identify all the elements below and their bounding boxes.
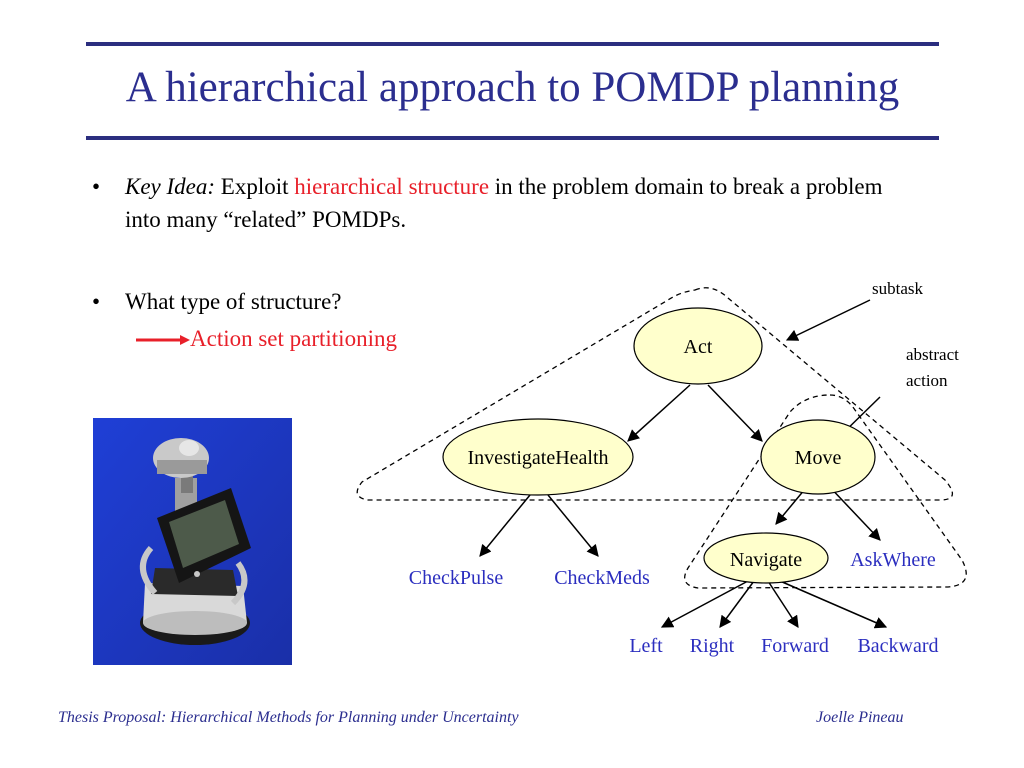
leaf-backward: Backward xyxy=(857,635,938,657)
bullet-dot: • xyxy=(92,174,101,199)
edge-navigate-backward xyxy=(779,580,888,629)
edge-navigate-left xyxy=(660,580,749,628)
title-bottom-rule xyxy=(86,136,939,140)
bullet-key-idea: • Key Idea: Exploit hierarchical structu… xyxy=(92,170,895,236)
edge-act-move xyxy=(707,384,763,442)
key-idea-lead: Key Idea: xyxy=(125,174,216,199)
key-idea-highlight: hierarchical structure xyxy=(294,174,490,199)
node-navigate: Navigate xyxy=(703,532,829,584)
robot-photo xyxy=(93,418,292,665)
bullet-dot: • xyxy=(92,289,101,314)
structure-question-text: What type of structure? xyxy=(125,289,342,314)
node-move-label: Move xyxy=(795,447,842,469)
slide-title: A hierarchical approach to POMDP plannin… xyxy=(125,64,900,111)
leaf-askwhere: AskWhere xyxy=(850,549,936,571)
node-act: Act xyxy=(633,307,763,385)
edge-navigate-right xyxy=(719,580,755,628)
red-arrow-icon xyxy=(136,335,190,345)
subtask-region-outline xyxy=(356,287,953,501)
leaf-checkmeds: CheckMeds xyxy=(554,567,650,589)
leaf-forward: Forward xyxy=(761,635,829,657)
node-navigate-label: Navigate xyxy=(730,549,802,571)
edge-move-navigate xyxy=(775,482,811,525)
node-move: Move xyxy=(760,419,876,495)
annotation-subtask: subtask xyxy=(872,279,924,298)
footer-thesis-title: Thesis Proposal: Hierarchical Methods fo… xyxy=(58,709,519,726)
annotation-action: action xyxy=(906,371,948,390)
key-idea-text-before: Exploit xyxy=(215,174,295,199)
leaf-left: Left xyxy=(629,635,663,657)
subtask-pointer-arrow xyxy=(785,299,871,341)
node-investigate-health-label: InvestigateHealth xyxy=(467,447,608,469)
edge-investigate-checkmeds xyxy=(547,494,599,557)
key-idea-text-after: in the problem domain to break a problem… xyxy=(125,174,883,232)
footer-author: Joelle Pineau xyxy=(816,709,904,726)
edge-investigate-checkpulse xyxy=(479,494,531,557)
edge-move-askwhere xyxy=(825,482,881,541)
edge-navigate-forward xyxy=(767,580,799,629)
abstract-action-region-outline xyxy=(684,394,967,589)
bullet-structure-question: • What type of structure? xyxy=(92,285,342,318)
edge-act-investigate xyxy=(627,384,691,442)
annotation-abstract: abstract xyxy=(906,345,959,364)
leaf-right: Right xyxy=(690,635,735,657)
structure-answer: Action set partitioning xyxy=(190,326,397,351)
node-investigate-health: InvestigateHealth xyxy=(442,418,634,496)
node-act-label: Act xyxy=(684,336,713,358)
abstract-action-pointer-arrow xyxy=(835,396,881,441)
leaf-checkpulse: CheckPulse xyxy=(409,567,504,589)
title-top-rule xyxy=(86,42,939,46)
